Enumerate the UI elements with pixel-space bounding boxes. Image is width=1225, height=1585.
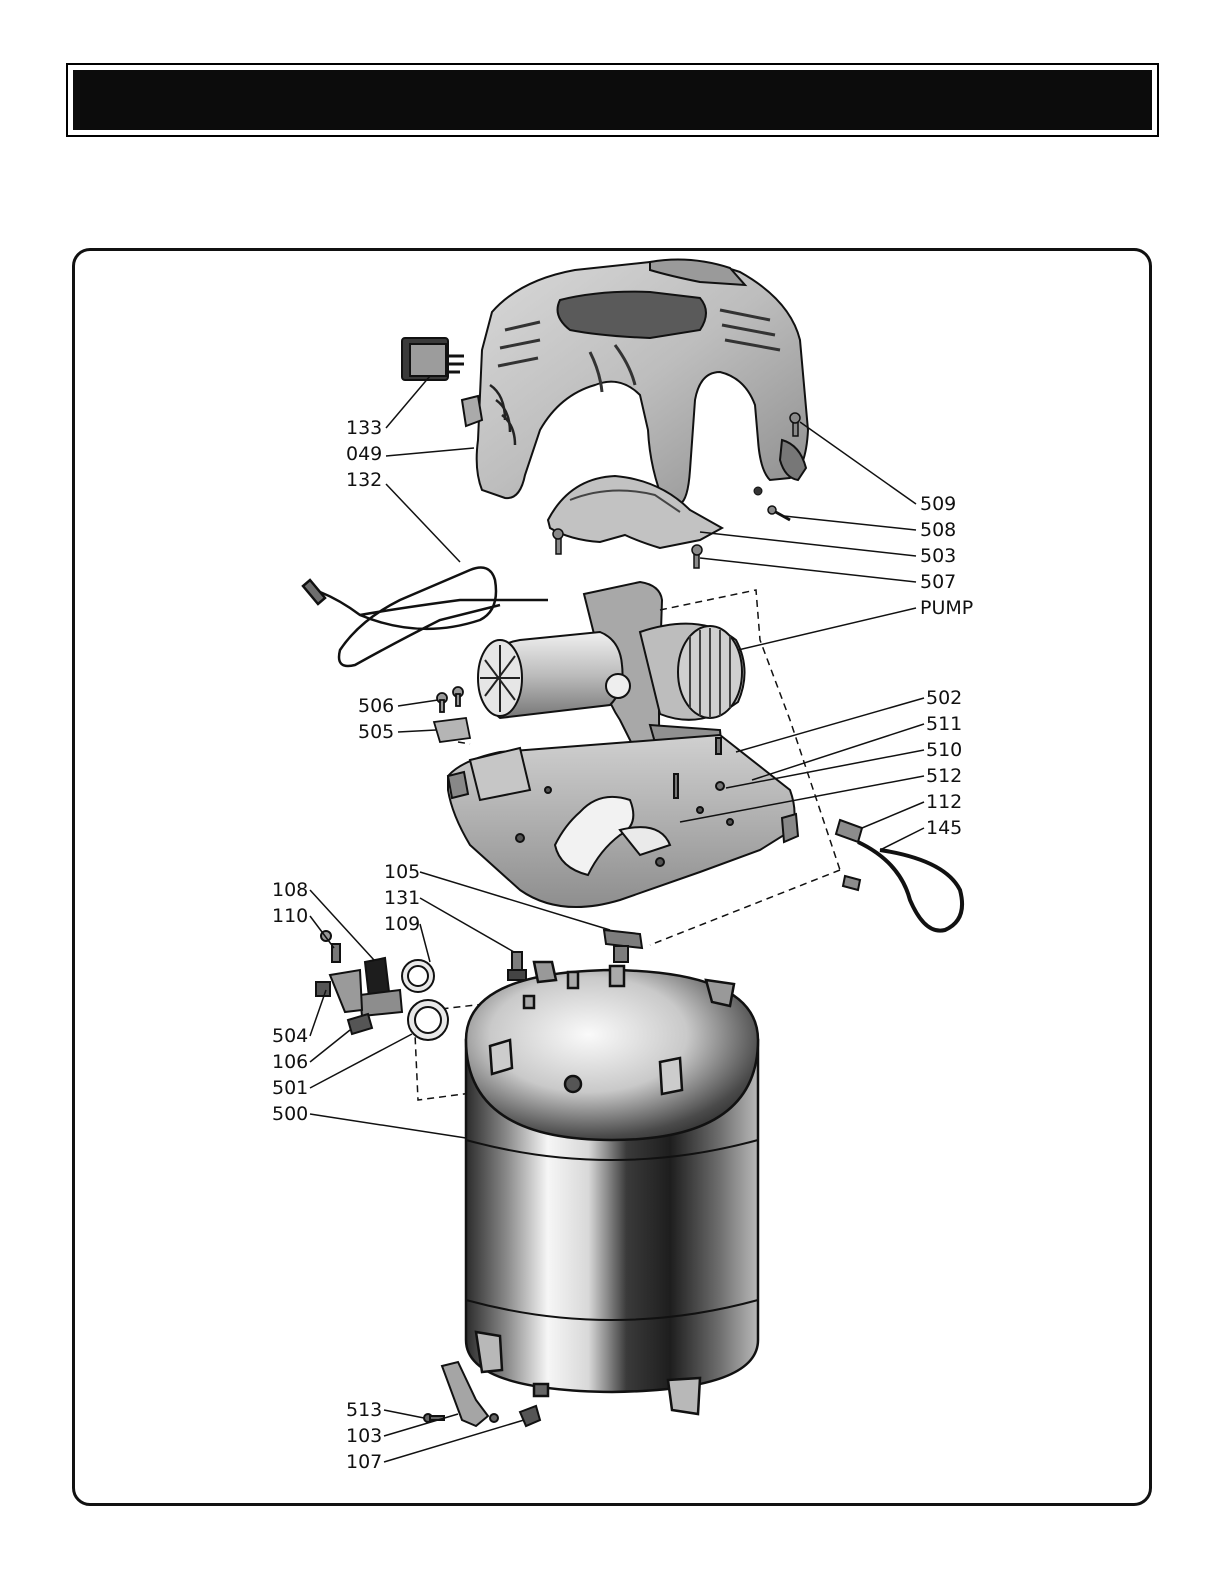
label-509: 509	[920, 493, 956, 515]
label-508: 508	[920, 519, 956, 541]
gasket-503	[548, 476, 722, 548]
label-109: 109	[384, 913, 420, 935]
label-505: 505	[358, 721, 394, 743]
label-105: 105	[384, 861, 420, 883]
label-502: 502	[926, 687, 962, 709]
label-110: 110	[272, 905, 308, 927]
label-pump: PUMP	[920, 597, 973, 619]
label-112: 112	[926, 791, 962, 813]
regulator-gauges-group	[316, 931, 448, 1040]
pump-motor-assembly	[478, 582, 745, 760]
label-500: 500	[272, 1103, 308, 1125]
bracket-505-screws-506	[434, 687, 470, 742]
switch-133	[402, 338, 464, 380]
label-504: 504	[272, 1025, 308, 1047]
base-plate-502	[448, 735, 798, 907]
label-501: 501	[272, 1077, 308, 1099]
label-131: 131	[384, 887, 420, 909]
label-507: 507	[920, 571, 956, 593]
label-512: 512	[926, 765, 962, 787]
label-133: 133	[346, 417, 382, 439]
label-506: 506	[358, 695, 394, 717]
label-108: 108	[272, 879, 308, 901]
label-503: 503	[920, 545, 956, 567]
label-103: 103	[346, 1425, 382, 1447]
label-510: 510	[926, 739, 962, 761]
label-107: 107	[346, 1451, 382, 1473]
label-511: 511	[926, 713, 962, 735]
tank-500	[466, 962, 758, 1414]
label-145: 145	[926, 817, 962, 839]
label-106: 106	[272, 1051, 308, 1073]
shroud-cover-049	[462, 260, 808, 505]
label-513: 513	[346, 1399, 382, 1421]
label-049: 049	[346, 443, 382, 465]
label-132: 132	[346, 469, 382, 491]
